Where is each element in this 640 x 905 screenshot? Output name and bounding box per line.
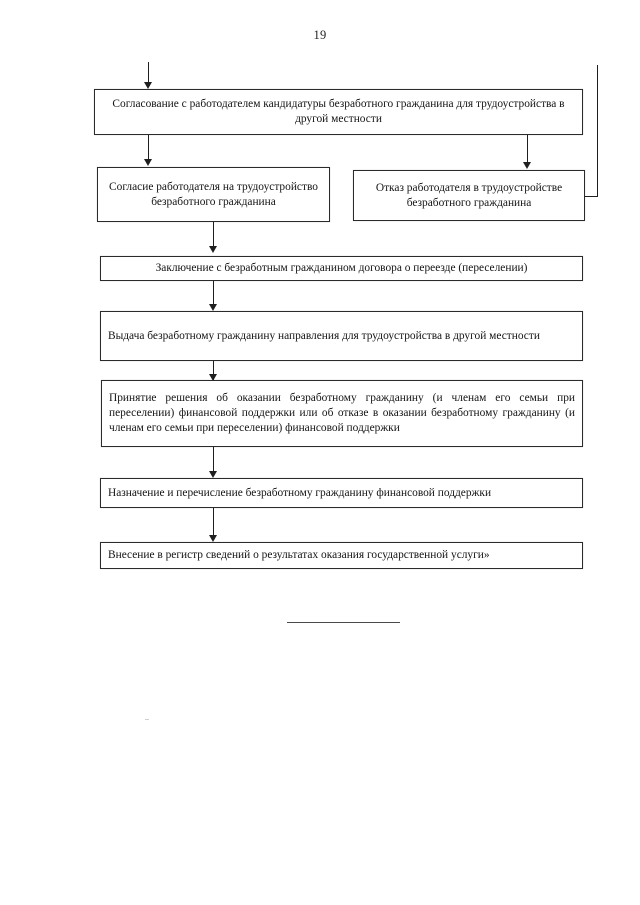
- flow-box-naznachenie: Назначение и перечисление безработному г…: [100, 478, 583, 508]
- flow-box-vnesenie: Внесение в регистр сведений о результата…: [100, 542, 583, 569]
- connector-entry-line: [148, 62, 149, 83]
- flow-box-zaklyuchenie-text: Заключение с безработным гражданином дог…: [155, 262, 528, 274]
- flow-box-naznachenie-text: Назначение и перечисление безработному г…: [108, 486, 492, 499]
- connector-vydacha-arrowhead: [209, 304, 217, 311]
- flow-box-zaklyuchenie: Заключение с безработным гражданином дог…: [100, 256, 583, 281]
- connector-zaklyuchenie-line: [213, 222, 214, 247]
- flow-box-soglasie: Согласие работодателя на трудоустройство…: [97, 167, 330, 222]
- connector-entry-arrowhead: [144, 82, 152, 89]
- connector-soglasie-arrowhead: [144, 159, 152, 166]
- flow-box-vydacha-text: Выдача безработному гражданину направлен…: [108, 329, 540, 342]
- connector-naznachenie-arrowhead: [209, 471, 217, 478]
- flow-box-prinyatie: Принятие решения об оказании безработном…: [101, 380, 583, 447]
- flow-box-soglasovanie: Согласование с работодателем кандидатуры…: [94, 89, 583, 135]
- flow-box-otkaz-text: Отказ работодателя в трудоустройстве без…: [375, 181, 563, 209]
- flow-box-vnesenie-text: Внесение в регистр сведений о результата…: [108, 549, 490, 561]
- connector-vnesenie-arrowhead: [209, 535, 217, 542]
- page-number: 19: [313, 28, 327, 42]
- connector-otkaz-arrowhead: [523, 162, 531, 169]
- flow-box-vydacha: Выдача безработному гражданину направлен…: [100, 311, 583, 361]
- scan-artifact: [145, 719, 149, 720]
- connector-naznachenie-line: [213, 447, 214, 472]
- connector-prinyatie-arrowhead: [209, 374, 217, 381]
- connector-zaklyuchenie-arrowhead: [209, 246, 217, 253]
- section-separator-rule: [287, 622, 400, 623]
- flow-box-otkaz: Отказ работодателя в трудоустройстве без…: [353, 170, 585, 221]
- connector-soglasie-line: [148, 135, 149, 160]
- connector-prinyatie-line: [213, 361, 214, 380]
- connector-otkaz-loop-horizontal: [585, 196, 598, 197]
- connector-otkaz-line: [527, 135, 528, 163]
- flow-box-soglasie-text: Согласие работодателя на трудоустройство…: [109, 180, 318, 208]
- flow-box-prinyatie-text: Принятие решения об оказании безработном…: [109, 392, 575, 434]
- connector-vnesenie-line: [213, 508, 214, 536]
- flow-box-soglasovanie-text: Согласование с работодателем кандидатуры…: [112, 98, 565, 125]
- connector-vydacha-line: [213, 280, 214, 305]
- connector-otkaz-loop-vertical: [597, 65, 598, 197]
